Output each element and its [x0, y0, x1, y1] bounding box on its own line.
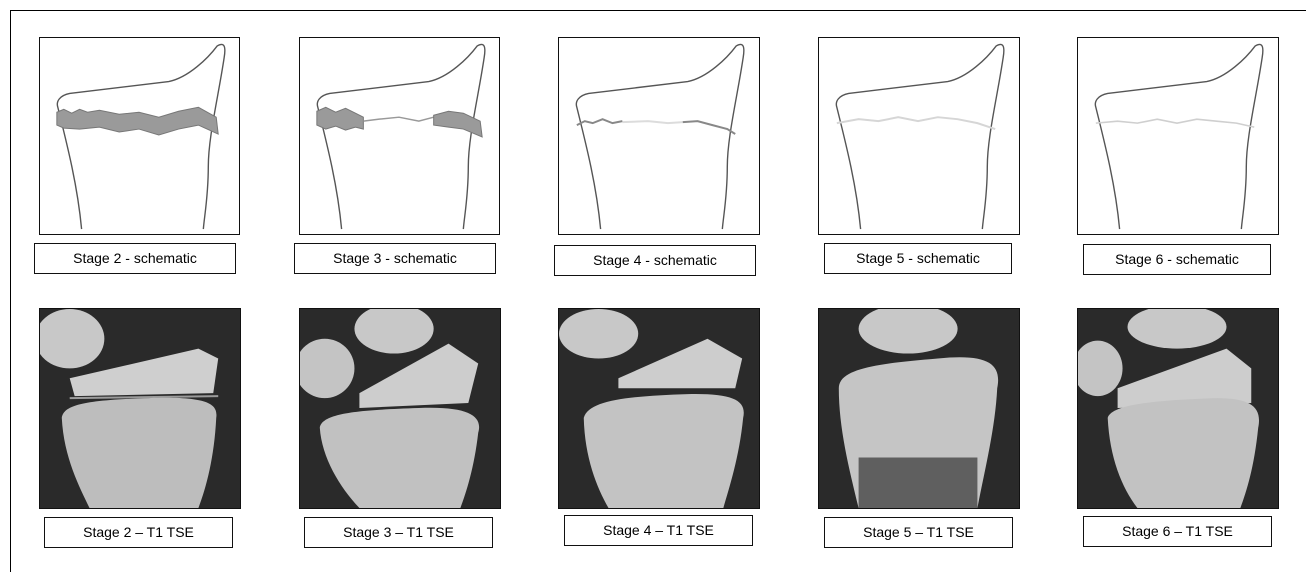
schematic-panel-stage-2: [39, 37, 240, 235]
mri-panel-stage-3: [299, 308, 501, 509]
schematic-caption-stage-4: Stage 4 - schematic: [554, 245, 756, 276]
schematic-caption-stage-6: Stage 6 - schematic: [1083, 244, 1271, 275]
mri-caption-stage-4: Stage 4 – T1 TSE: [564, 515, 753, 546]
mri-stage-4-image: [559, 309, 759, 508]
bone-outline: [836, 44, 1004, 229]
schematic-panel-stage-5: [818, 37, 1020, 235]
mri-caption-stage-2: Stage 2 – T1 TSE: [44, 517, 233, 548]
schematic-stage-4-drawing: [559, 38, 759, 234]
schematic-caption-stage-2: Stage 2 - schematic: [34, 243, 236, 274]
schematic-stage-6-drawing: [1078, 38, 1278, 234]
mri-panel-stage-6: [1077, 308, 1279, 509]
schematic-panel-stage-6: [1077, 37, 1279, 235]
schematic-caption-stage-3: Stage 3 - schematic: [294, 243, 496, 274]
bone-outline: [1095, 44, 1263, 229]
bone-outline: [576, 44, 744, 229]
mri-panel-stage-4: [558, 308, 760, 509]
growth-plate-fused-line: [363, 117, 433, 121]
schematic-caption-stage-5: Stage 5 - schematic: [824, 243, 1012, 274]
mri-stage-3-image: [300, 309, 500, 508]
growth-plate-trace-left: [577, 119, 623, 125]
schematic-panel-stage-4: [558, 37, 760, 235]
schematic-stage-3-drawing: [300, 38, 499, 234]
bone-outline: [317, 44, 485, 229]
mri-caption-stage-3: Stage 3 – T1 TSE: [304, 517, 493, 548]
mri-stage-2-image: [40, 309, 240, 508]
schematic-stage-2-drawing: [40, 38, 239, 234]
growth-plate-band: [57, 107, 218, 135]
bone-outline: [57, 44, 225, 229]
mri-caption-stage-5: Stage 5 – T1 TSE: [824, 517, 1013, 548]
growth-plate-trace-right: [683, 121, 735, 134]
mri-panel-stage-2: [39, 308, 241, 509]
mri-stage-6-image: [1078, 309, 1278, 508]
growth-plate-band: [317, 107, 364, 130]
mri-stage-5-image: [819, 309, 1019, 508]
growth-plate-scar: [837, 117, 995, 129]
growth-plate-trace-faint: [622, 121, 682, 123]
mri-caption-stage-6: Stage 6 – T1 TSE: [1083, 516, 1272, 547]
growth-plate-scar: [1096, 119, 1254, 127]
schematic-stage-5-drawing: [819, 38, 1019, 234]
mri-panel-stage-5: [818, 308, 1020, 509]
schematic-panel-stage-3: [299, 37, 500, 235]
